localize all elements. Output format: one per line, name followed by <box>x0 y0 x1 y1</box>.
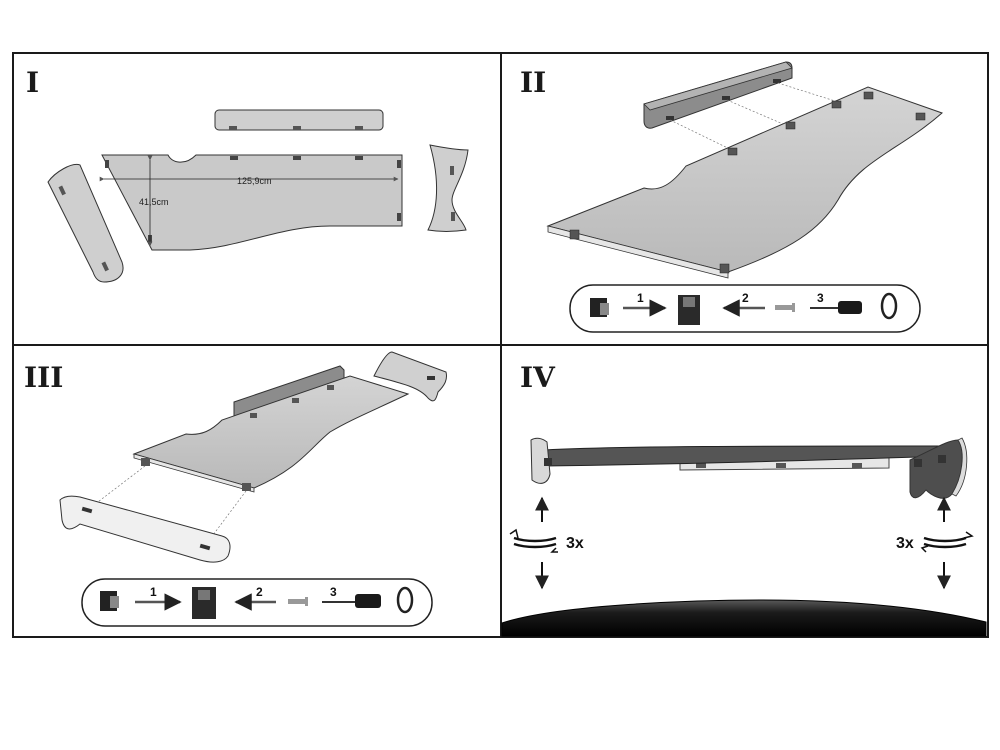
right-support-mounted <box>909 437 968 499</box>
screwdriver-icon <box>810 301 862 314</box>
back-rail-floating <box>643 61 793 129</box>
bracket-icon <box>590 298 609 317</box>
fitting-legend-3: 1 2 3 <box>81 578 433 627</box>
screwdriver-icon-3 <box>322 594 381 608</box>
step-3-label: III <box>24 361 63 394</box>
wheel-surface <box>501 599 987 637</box>
guide-lines <box>669 82 836 151</box>
panel-step-2: II <box>520 61 943 333</box>
panel-step-1: I <box>26 66 469 283</box>
legend-step-3: 3 <box>817 291 824 305</box>
step-4-label: IV <box>520 361 556 394</box>
top-board-part: 125,9cm 41,5cm <box>99 154 403 251</box>
left-support-part <box>47 163 124 283</box>
back-rail-part <box>214 109 384 131</box>
legend-3-step-3: 3 <box>330 585 337 599</box>
legend-3-step-1: 1 <box>150 585 157 599</box>
bracket-assembled-icon <box>678 295 700 325</box>
length-dimension-label: 125,9cm <box>237 176 272 186</box>
panel-step-4: IV <box>501 361 987 637</box>
right-support-attached <box>373 351 447 402</box>
step-1-label: I <box>26 66 39 99</box>
legend-step-1: 1 <box>637 291 644 305</box>
rotate-left-icon <box>509 528 558 553</box>
step-2-label: II <box>520 66 546 99</box>
fastening-arrows <box>535 496 951 590</box>
screw-icon <box>775 303 795 312</box>
rotate-right-icon <box>920 531 974 553</box>
right-turns-label: 3x <box>896 535 914 552</box>
bracket-assembled-icon-3 <box>192 587 216 619</box>
bracket-icon-3 <box>100 591 119 611</box>
right-support-part <box>427 144 469 232</box>
rotate-icon <box>880 292 898 320</box>
top-board-flipped <box>546 86 943 279</box>
left-support-mounted <box>530 437 552 484</box>
panel-step-3: III <box>24 351 447 627</box>
rotate-icon-3 <box>396 586 414 614</box>
left-support-floating <box>59 495 231 563</box>
legend-3-step-2: 2 <box>256 585 263 599</box>
guide-lines-3 <box>89 465 247 544</box>
left-turns-label: 3x <box>566 535 584 552</box>
depth-dimension-label: 41,5cm <box>139 197 169 207</box>
legend-step-2: 2 <box>742 291 749 305</box>
top-board-assembly <box>132 375 410 493</box>
fitting-legend-2: 1 2 3 <box>569 284 921 333</box>
screw-icon-3 <box>288 597 308 606</box>
